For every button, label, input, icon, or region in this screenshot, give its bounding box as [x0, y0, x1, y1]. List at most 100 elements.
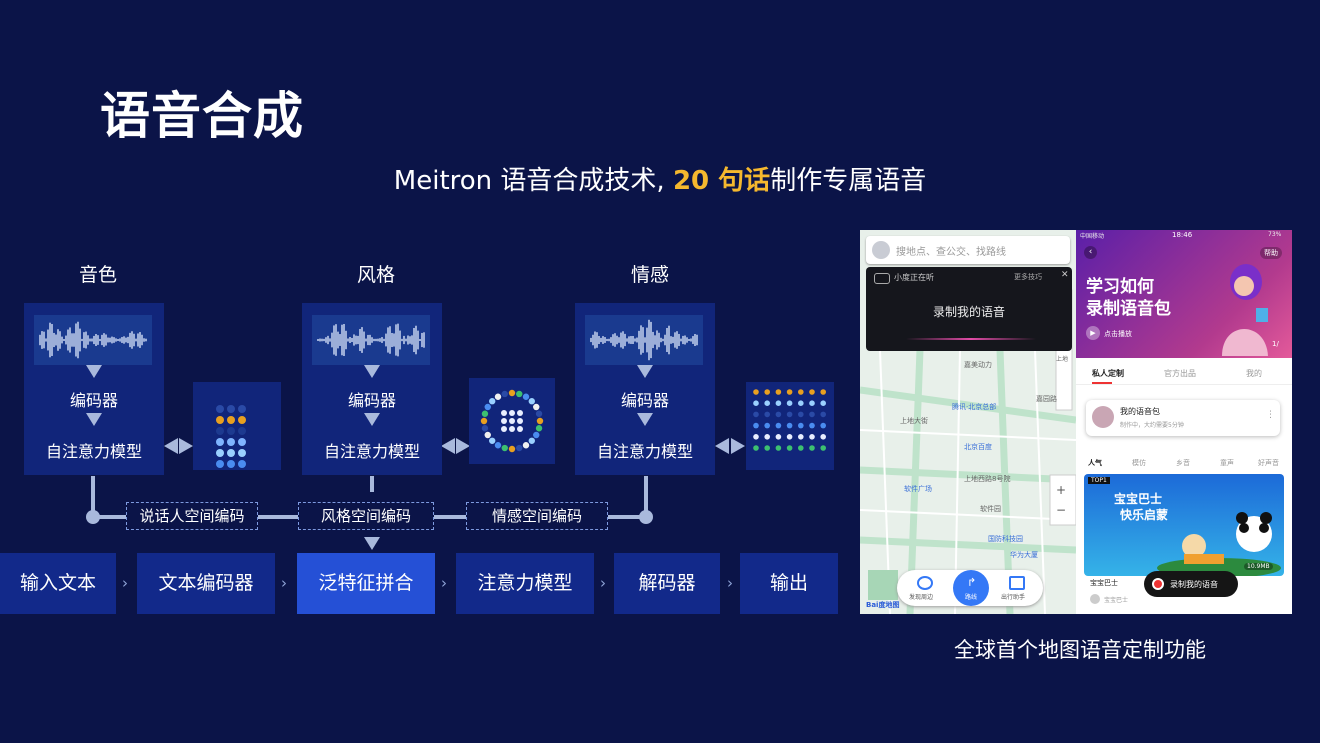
slide-title: 语音合成: [100, 87, 304, 145]
chevron-right-icon: ›: [727, 574, 733, 592]
category-item[interactable]: 乡音: [1176, 459, 1190, 467]
banner-size: 10.9MB: [1244, 563, 1273, 570]
item-title: 宝宝巴士: [1090, 579, 1118, 587]
embedding-dot: [775, 445, 782, 451]
embedding-dot: [786, 389, 793, 395]
embedding-dot: [786, 400, 793, 406]
hero-line1: 学习如何: [1086, 277, 1154, 297]
slide-subtitle: Meitron 语音合成技术, 20 句话制作专属语音: [0, 160, 1320, 197]
back-icon[interactable]: ‹: [1084, 246, 1097, 259]
embedding-dot: [522, 442, 530, 449]
pipeline-feature-concat: 泛特征拼合: [297, 553, 435, 614]
record-button-label: 录制我的语音: [1170, 580, 1218, 589]
map-label: 嘉园路: [1036, 395, 1057, 403]
map-label: 上地西路8号院: [964, 475, 1011, 483]
embedding-dot: [238, 449, 246, 457]
tab-official[interactable]: 官方出品: [1164, 369, 1196, 378]
embedding-dot: [480, 417, 488, 425]
status-carrier: 中国移动: [1080, 233, 1105, 240]
embedding-dot: [501, 444, 508, 452]
subtitle-highlight: 20 句话: [672, 166, 771, 196]
map-label: 北京百度: [964, 443, 992, 451]
connector-lines: [86, 438, 745, 550]
embedding-dot: [517, 426, 523, 432]
embedding-dot: [509, 426, 515, 432]
embedding-dot: [753, 445, 759, 451]
nav-assistant[interactable]: 出行助手: [1001, 594, 1026, 601]
embedding-dot: [509, 410, 515, 416]
embedding-dot: [764, 434, 770, 440]
item-sub: 宝宝巴士: [1104, 597, 1129, 604]
nav-discover[interactable]: 发现周边: [909, 594, 934, 601]
voice-assistant-panel: 小度正在听 更多技巧 ✕ 录制我的语音: [866, 267, 1072, 351]
embedding-dot: [536, 417, 544, 425]
avatar: [1090, 594, 1100, 604]
play-label[interactable]: 点击播放: [1104, 330, 1132, 338]
embedding-dot: [489, 398, 496, 405]
route-button[interactable]: 路线 ↱: [953, 570, 989, 606]
down-arrow-icon: [637, 365, 653, 378]
map-label: 国防科技园: [988, 535, 1023, 543]
embedding-dot: [809, 389, 815, 395]
embedding-dot: [775, 411, 782, 418]
emotion-embedding-icon: [746, 382, 834, 470]
embedding-dot: [820, 389, 826, 395]
tab-mine[interactable]: 我的: [1246, 369, 1262, 378]
emotion-module: 编码器 自注意力模型: [575, 303, 715, 475]
embedding-dot: [764, 389, 770, 395]
embedding-dot: [753, 422, 759, 429]
embedding-dot: [227, 405, 235, 413]
waveform-icon: [34, 315, 152, 365]
hero-banner: 中国移动 18:46 73% ‹ 帮助 学习如何 录制语音包 ▶ 点击播放 1/: [1076, 230, 1292, 358]
my-pack-title: 我的语音包: [1120, 407, 1160, 416]
zoom-controls[interactable]: +−: [1055, 483, 1067, 517]
map-search-bar[interactable]: 搜地点、查公交、找路线: [866, 236, 1070, 264]
close-icon[interactable]: ✕: [1061, 270, 1069, 280]
avatar: [872, 241, 890, 259]
assistant-nav-icon: [1009, 576, 1025, 590]
map-search-placeholder: 搜地点、查公交、找路线: [896, 247, 1006, 258]
embedding-dot: [227, 438, 235, 446]
embedding-dot: [516, 390, 523, 398]
assistant-more[interactable]: 更多技巧: [1014, 273, 1042, 281]
pipeline-decoder: 解码器: [614, 553, 720, 614]
category-item[interactable]: 童声: [1220, 459, 1234, 467]
record-prompt: 录制我的语音: [932, 305, 1005, 319]
banner-card[interactable]: TOP1 宝宝巴士 快乐启蒙 10.9MB: [1084, 474, 1284, 576]
hero-line2: 录制语音包: [1086, 299, 1171, 319]
baidu-map-logo: Bai度地图: [866, 601, 900, 609]
embedding-dot: [508, 389, 516, 397]
embedding-dot: [798, 422, 804, 429]
map-label: 软件园: [980, 505, 1001, 513]
embedding-dot: [216, 460, 224, 468]
category-item[interactable]: 模仿: [1132, 459, 1146, 467]
down-arrow-icon: [86, 413, 102, 426]
embedding-dot: [786, 411, 793, 418]
more-icon[interactable]: ⋮: [1266, 410, 1275, 420]
my-voice-pack-card[interactable]: 我的语音包 制作中，大约需要5分钟 ⋮: [1086, 400, 1280, 436]
status-battery: 73%: [1268, 231, 1282, 238]
embedding-dot: [798, 434, 804, 440]
embedding-dot: [809, 434, 815, 440]
embedding-dot: [798, 445, 804, 451]
help-button[interactable]: 帮助: [1260, 247, 1282, 259]
nav-route-label: 路线: [964, 594, 977, 601]
embedding-dot: [216, 427, 224, 435]
style-embedding-icon: [469, 378, 555, 464]
tab-indicator: [1092, 382, 1112, 384]
embedding-dot: [809, 400, 815, 406]
record-my-voice-button[interactable]: 录制我的语音: [1144, 571, 1238, 597]
encoder-label: 编码器: [620, 391, 669, 410]
chevron-right-icon: ›: [600, 574, 606, 592]
embedding-dot: [489, 437, 496, 444]
play-icon[interactable]: ▶: [1086, 326, 1100, 340]
category-item[interactable]: 好声音: [1258, 459, 1279, 467]
embedding-dot: [775, 400, 782, 406]
embedding-dot: [227, 449, 235, 457]
subtitle-suffix: 制作专属语音: [770, 166, 927, 196]
assistant-icon: [874, 273, 890, 284]
category-item[interactable]: 人气: [1088, 459, 1102, 467]
column-label-emotion: 情感: [630, 264, 669, 286]
column-label-timbre: 音色: [78, 264, 117, 286]
tab-private[interactable]: 私人定制: [1092, 369, 1124, 378]
